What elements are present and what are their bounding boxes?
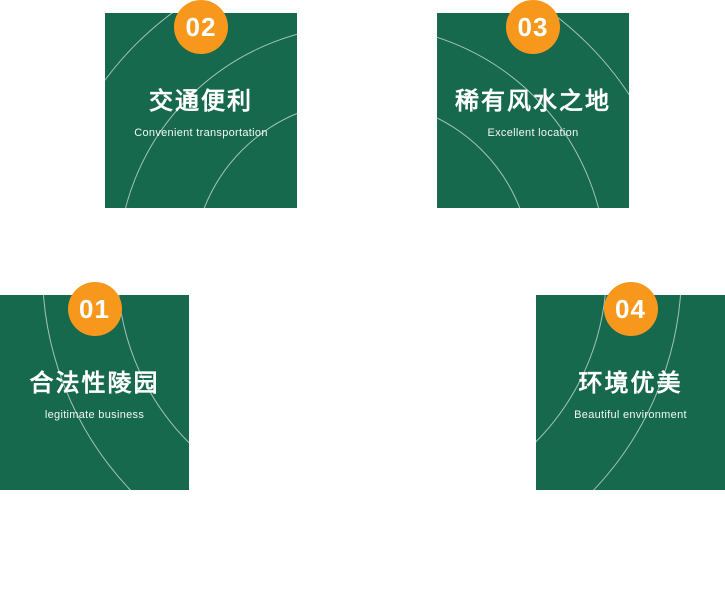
feature-number-badge: 02 <box>174 0 228 54</box>
feature-card-content: 交通便利 Convenient transportation <box>105 13 297 208</box>
feature-card-transportation: 02 交通便利 Convenient transportation <box>105 0 297 208</box>
feature-card-legitimate: 01 合法性陵园 legitimate business <box>0 282 189 490</box>
feature-subtitle: Convenient transportation <box>134 127 268 140</box>
feature-number-badge: 03 <box>506 0 560 54</box>
feature-card-content: 合法性陵园 legitimate business <box>0 295 189 490</box>
feature-card-environment: 04 环境优美 Beautiful environment <box>536 282 725 490</box>
feature-card-location: 03 稀有风水之地 Excellent location <box>437 0 629 208</box>
feature-subtitle: Beautiful environment <box>574 409 687 422</box>
feature-card-content: 稀有风水之地 Excellent location <box>437 13 629 208</box>
feature-number-badge: 01 <box>67 282 122 336</box>
feature-title: 环境优美 <box>578 369 683 397</box>
feature-title: 合法性陵园 <box>29 369 160 397</box>
feature-number-badge: 04 <box>603 282 658 336</box>
feature-title: 稀有风水之地 <box>455 87 611 115</box>
feature-card-content: 环境优美 Beautiful environment <box>536 295 725 490</box>
feature-subtitle: Excellent location <box>487 127 579 140</box>
feature-title: 交通便利 <box>149 87 253 115</box>
feature-subtitle: legitimate business <box>44 409 145 422</box>
